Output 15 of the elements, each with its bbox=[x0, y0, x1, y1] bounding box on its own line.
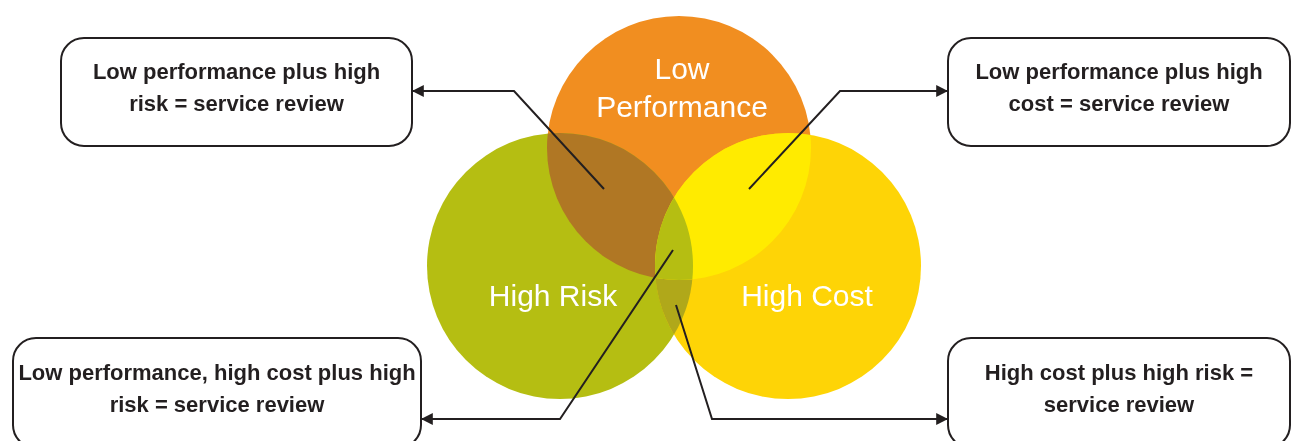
text-box bbox=[947, 337, 1291, 441]
box-text: Low performance, high cost plus high risk = service review bbox=[17, 359, 417, 419]
box-text: Low performance plus high risk = service review bbox=[91, 58, 382, 118]
circle-label: High Cost bbox=[741, 278, 873, 314]
text-box bbox=[12, 337, 422, 441]
text-box bbox=[947, 37, 1291, 147]
circle-label: Low Performance bbox=[595, 51, 769, 125]
text-box bbox=[60, 37, 413, 147]
box-text: Low performance plus high cost = service review bbox=[974, 58, 1264, 118]
box-text: High cost plus high risk = service review bbox=[983, 359, 1255, 419]
arrow bbox=[411, 85, 605, 190]
arrow bbox=[675, 304, 949, 425]
circle-label: High Risk bbox=[488, 278, 618, 314]
arrow bbox=[420, 249, 674, 425]
arrow bbox=[748, 85, 949, 190]
